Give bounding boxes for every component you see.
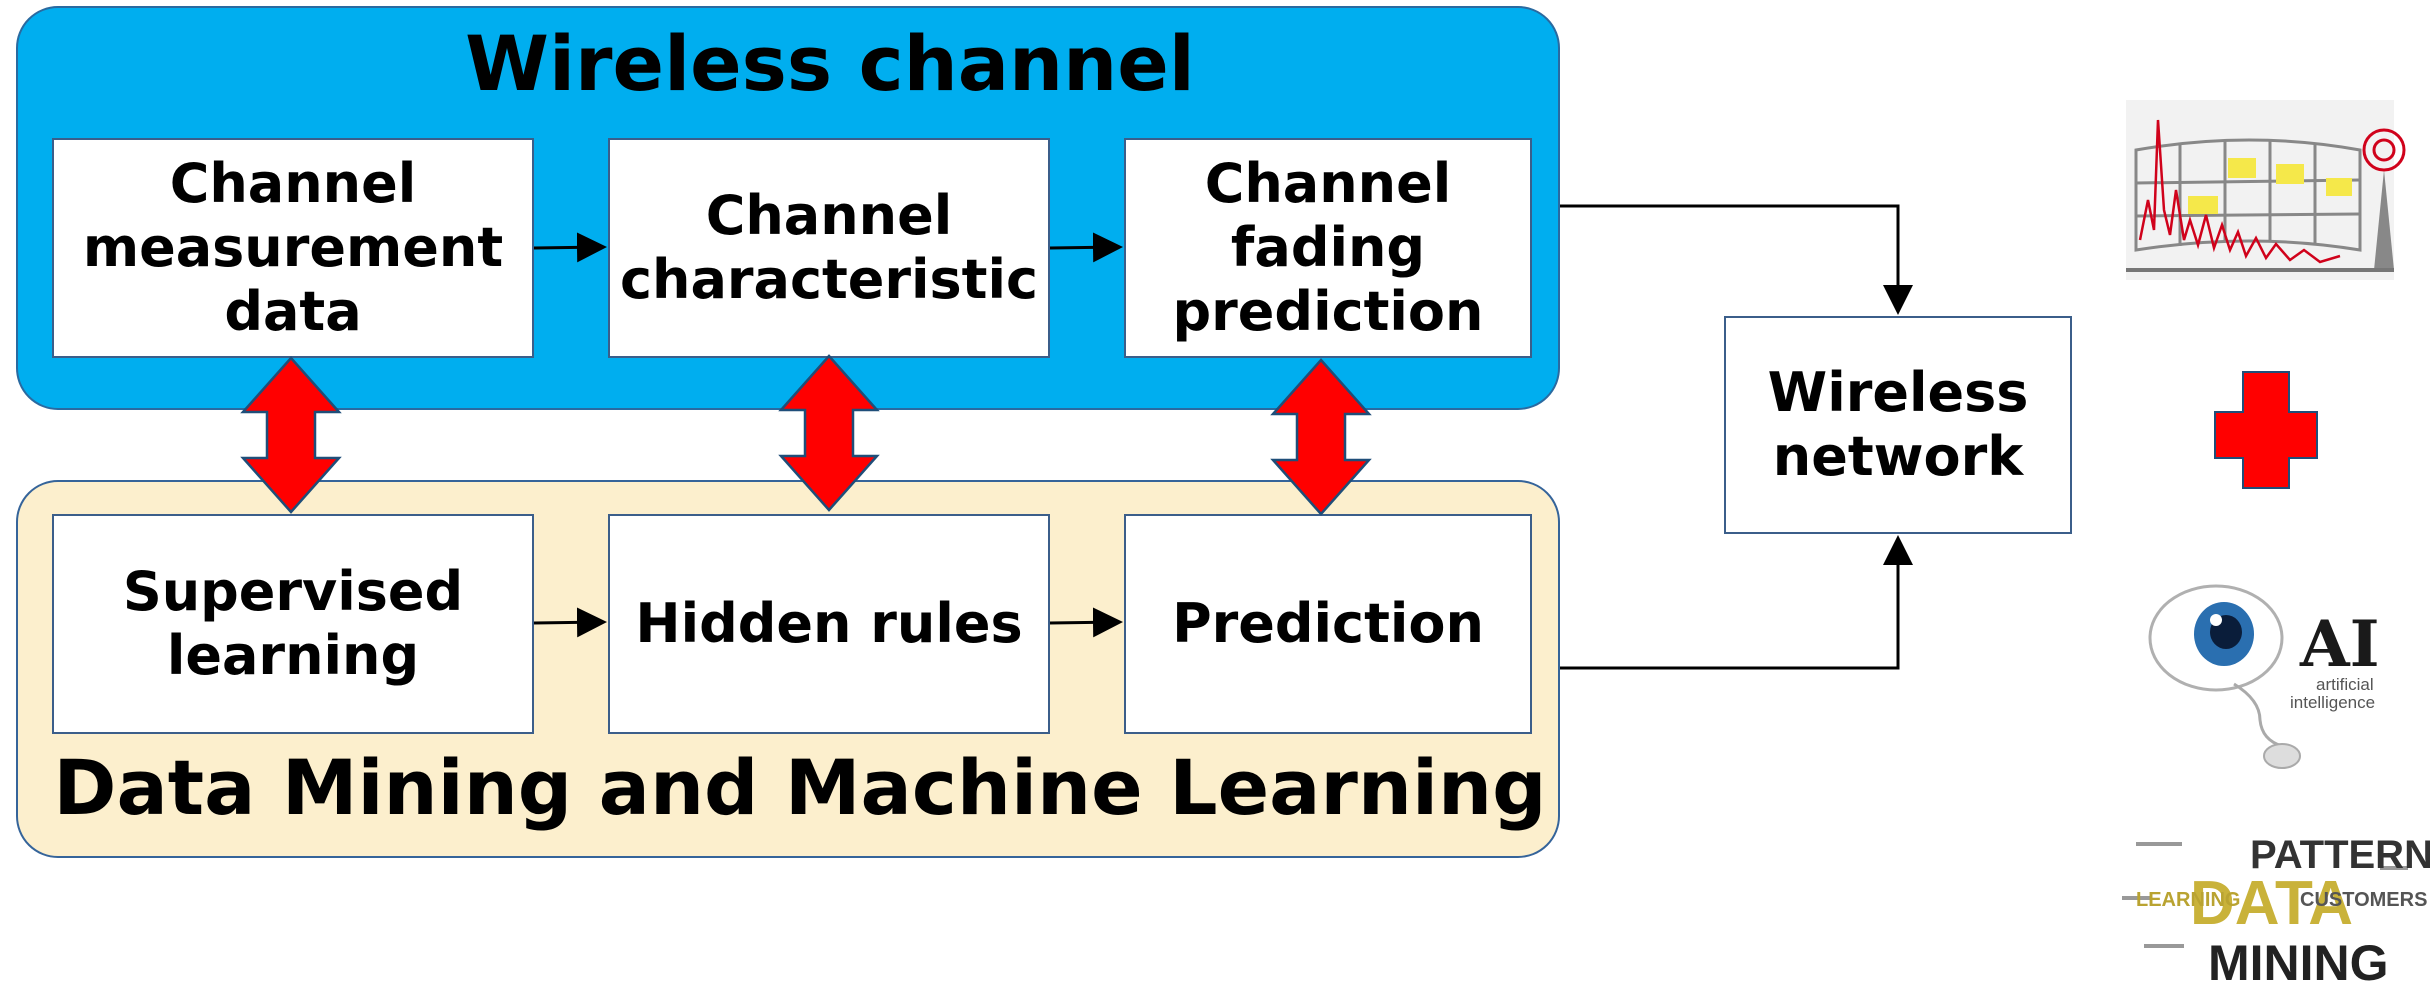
wireless-network-box: Wireless network [1724, 316, 2072, 534]
data-mining-title: Data Mining and Machine Learning [53, 743, 1547, 832]
ai-caption: intelligence [2290, 693, 2375, 712]
ai-caption: artificial [2316, 675, 2374, 694]
elbow-connector-top [1560, 204, 1913, 315]
data-mining-word-cloud-icon: PATTERNS DATA MINING LEARNING CUSTOMERS [2118, 812, 2430, 986]
elbow-connector-bottom [1560, 535, 1913, 670]
double-arrow [240, 356, 342, 514]
box-label-line: prediction [1172, 280, 1484, 343]
box-label-line: measurement [82, 216, 504, 279]
box-label-line: learning [166, 624, 420, 687]
box-label-line: Prediction [1172, 592, 1484, 655]
double-arrow [1270, 358, 1372, 516]
box-label-line: data [224, 280, 362, 343]
flow-arrow [533, 607, 607, 638]
channel-measurement-data-box: Channel measurement data [52, 138, 534, 358]
word-cloud-word: LEARNING [2136, 889, 2240, 911]
box-label-line: Supervised [122, 560, 464, 623]
hidden-rules-box: Hidden rules [608, 514, 1050, 734]
supervised-learning-box: Supervised learning [52, 514, 534, 734]
box-label-line: Channel [169, 152, 417, 215]
ai-letters: AI [2299, 607, 2380, 682]
wireless-channel-title: Wireless channel [465, 19, 1195, 108]
word-cloud-word: PATTERNS [2250, 833, 2430, 877]
flow-arrow [1049, 607, 1123, 638]
channel-fading-chart-icon [2126, 100, 2406, 280]
double-arrow [778, 354, 880, 512]
box-label-line: Hidden rules [635, 592, 1023, 655]
box-label-line: characteristic [619, 248, 1039, 311]
plus-icon [2214, 371, 2318, 489]
box-label-line: network [1772, 425, 2024, 488]
prediction-box: Prediction [1124, 514, 1532, 734]
word-cloud-word: DATA [2190, 869, 2353, 938]
box-label-line: Wireless [1767, 361, 2029, 424]
ai-eye-icon: AI artificial intelligence [2148, 584, 2380, 769]
word-cloud-word: CUSTOMERS [2300, 889, 2427, 911]
box-label-line: Channel [1204, 152, 1452, 215]
channel-fading-prediction-box: Channel fading prediction [1124, 138, 1532, 358]
flow-arrow [1049, 232, 1123, 263]
flow-arrow [533, 232, 607, 263]
box-label-line: fading [1230, 216, 1426, 279]
word-cloud-word: MINING [2208, 935, 2389, 986]
box-label-line: Channel [705, 184, 953, 247]
